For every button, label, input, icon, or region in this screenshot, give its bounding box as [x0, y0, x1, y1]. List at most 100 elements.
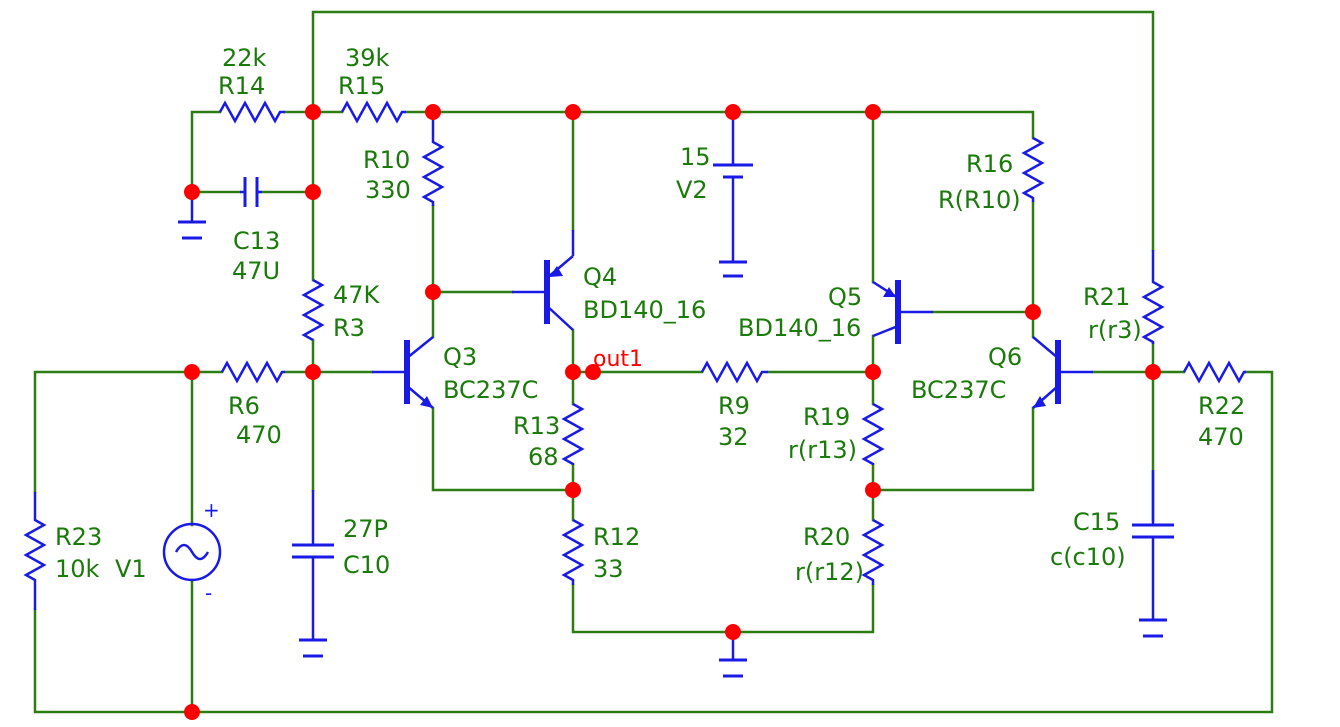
resistor-r16: [1021, 136, 1045, 202]
r21-value: r(r3): [1088, 316, 1142, 344]
r22-ref: R22: [1198, 392, 1245, 420]
v2-value: 15: [680, 143, 711, 171]
resistor-r21: [1141, 250, 1165, 344]
q6-ref: Q6: [988, 343, 1022, 371]
labels: 22k R14 39k R15 R10 330 C13 47U 47K R3 R…: [55, 44, 1245, 605]
r16-value: R(R10): [938, 186, 1021, 214]
junction-node: [305, 184, 321, 200]
q3-ref: Q3: [443, 343, 477, 371]
junction-node: [1145, 364, 1161, 380]
junction-node: [305, 364, 321, 380]
wire-r12-bottom: [571, 583, 875, 634]
capacitor-c13: [240, 177, 262, 207]
r15-value: 39k: [345, 44, 390, 72]
c15-ref: C15: [1073, 508, 1120, 536]
resistor-r3: [301, 278, 325, 342]
junction-node: [184, 184, 200, 200]
net-label-out1: out1: [593, 347, 643, 372]
r9-value: 32: [718, 423, 749, 451]
wire-q6-emitter-return: [871, 406, 1035, 492]
r3-ref: R3: [333, 314, 365, 342]
components: [23, 100, 1246, 678]
wire-supply-rail: [431, 110, 1035, 140]
junction-node: [585, 364, 601, 380]
capacitor-c15: [1132, 470, 1174, 620]
q5-ref: Q5: [828, 283, 862, 311]
r15-ref: R15: [338, 72, 385, 100]
wire-r10-to-q4-base: [431, 204, 514, 294]
junction-node: [425, 284, 441, 300]
ground-icon: [719, 260, 747, 278]
r3-value: 47K: [333, 281, 381, 309]
r20-ref: R20: [803, 523, 850, 551]
r12-value: 33: [593, 555, 624, 583]
v1-ref: V1: [115, 555, 147, 583]
ground-icon: [1139, 618, 1167, 638]
r22-value: 470: [1198, 423, 1244, 451]
junction-node: [865, 364, 881, 380]
r19-value: r(r13): [788, 436, 857, 464]
r6-value: 470: [236, 421, 282, 449]
v1-minus-sign: -: [205, 581, 212, 605]
r23-ref: R23: [55, 523, 102, 551]
r10-value: 330: [365, 176, 411, 204]
r20-value: r(r12): [795, 558, 864, 586]
junction-node: [565, 364, 581, 380]
wires: [33, 10, 1274, 714]
q3-model: BC237C: [443, 376, 538, 404]
r13-ref: R13: [513, 412, 560, 440]
transistor-q4: [512, 230, 575, 331]
resistor-r13: [561, 402, 585, 466]
resistor-r12: [561, 518, 585, 585]
r10-ref: R10: [363, 146, 410, 174]
resistor-r15: [340, 100, 406, 124]
r12-ref: R12: [593, 523, 640, 551]
v2-ref: V2: [676, 176, 708, 204]
junction-node: [865, 104, 881, 120]
sine-wave-icon: [174, 543, 210, 561]
junction-node: [725, 624, 741, 640]
wire-input-line: [33, 370, 224, 494]
r6-ref: R6: [228, 392, 260, 420]
resistor-r9: [700, 360, 768, 384]
junction-node: [565, 482, 581, 498]
junction-node: [305, 104, 321, 120]
transistor-q3: [372, 336, 434, 409]
ground-icon: [299, 638, 327, 658]
c10-value: 27P: [343, 515, 388, 543]
transistor-q6: [1032, 336, 1093, 409]
battery-v2: [713, 112, 753, 262]
junction-node: [725, 104, 741, 120]
junction-node: [184, 364, 200, 380]
junction-node: [565, 104, 581, 120]
c10-ref: C10: [343, 551, 390, 579]
r16-ref: R16: [966, 150, 1013, 178]
c15-value: c(c10): [1050, 543, 1126, 571]
junctions: [184, 104, 1161, 720]
q5-model: BD140_16: [738, 314, 861, 342]
wire-r14-left: [190, 110, 222, 194]
q4-model: BD140_16: [583, 296, 706, 324]
r14-ref: R14: [218, 72, 265, 100]
resistor-r10: [421, 112, 445, 206]
voltage-source-v1: [162, 522, 222, 582]
r19-ref: R19: [803, 403, 850, 431]
r13-value: 68: [528, 443, 559, 471]
junction-node: [184, 704, 200, 720]
junction-node: [1025, 304, 1041, 320]
resistor-r19: [861, 402, 885, 466]
q6-model: BC237C: [911, 376, 1006, 404]
resistor-r23: [23, 492, 47, 610]
junction-node: [425, 104, 441, 120]
r14-value: 22k: [222, 44, 267, 72]
resistor-r6: [220, 360, 285, 384]
v1-plus-sign: +: [203, 498, 220, 522]
resistor-r20: [861, 518, 885, 585]
capacitor-c10: [292, 490, 334, 640]
r23-value: 10k: [55, 555, 100, 583]
c13-ref: C13: [233, 227, 280, 255]
resistor-r14: [218, 100, 285, 124]
transistor-q5: [872, 280, 933, 344]
c13-value: 47U: [232, 257, 280, 285]
